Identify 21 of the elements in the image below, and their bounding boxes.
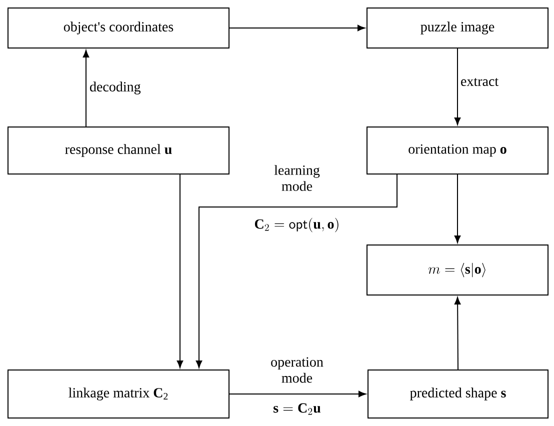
edge-label: learning mode — [274, 165, 320, 191]
process-box: orientation map o — [366, 126, 548, 174]
process-box: puzzle image — [366, 8, 548, 48]
process-box: predicted shape s — [368, 370, 548, 418]
arrow — [229, 390, 366, 398]
formula-label: $\mathbf{C}_2 = \mathsf{opt}(\mathbf{u}, \mathbf{o})$ — [254, 218, 338, 232]
arrow — [454, 174, 461, 243]
process-box: $m = \langle \mathbf{s} | \mathbf{o} \rangle$ — [366, 244, 548, 296]
arrow — [176, 174, 184, 368]
arrow — [454, 297, 461, 370]
process-box: response channel u — [8, 126, 230, 174]
process-box: linkage matrix C$_{2}$ — [8, 370, 230, 418]
arrow — [229, 24, 366, 32]
arrow — [196, 174, 398, 368]
edge-label: decoding — [90, 82, 141, 94]
arrow — [454, 48, 461, 125]
formula-label: $\mathbf{s} = \mathbf{C}_2\mathbf{u}$ — [274, 403, 321, 415]
edge-label: operation mode — [271, 357, 324, 383]
arrow — [82, 50, 90, 127]
edge-label: extract — [461, 78, 499, 86]
process-box: object's coordinates — [8, 8, 230, 48]
